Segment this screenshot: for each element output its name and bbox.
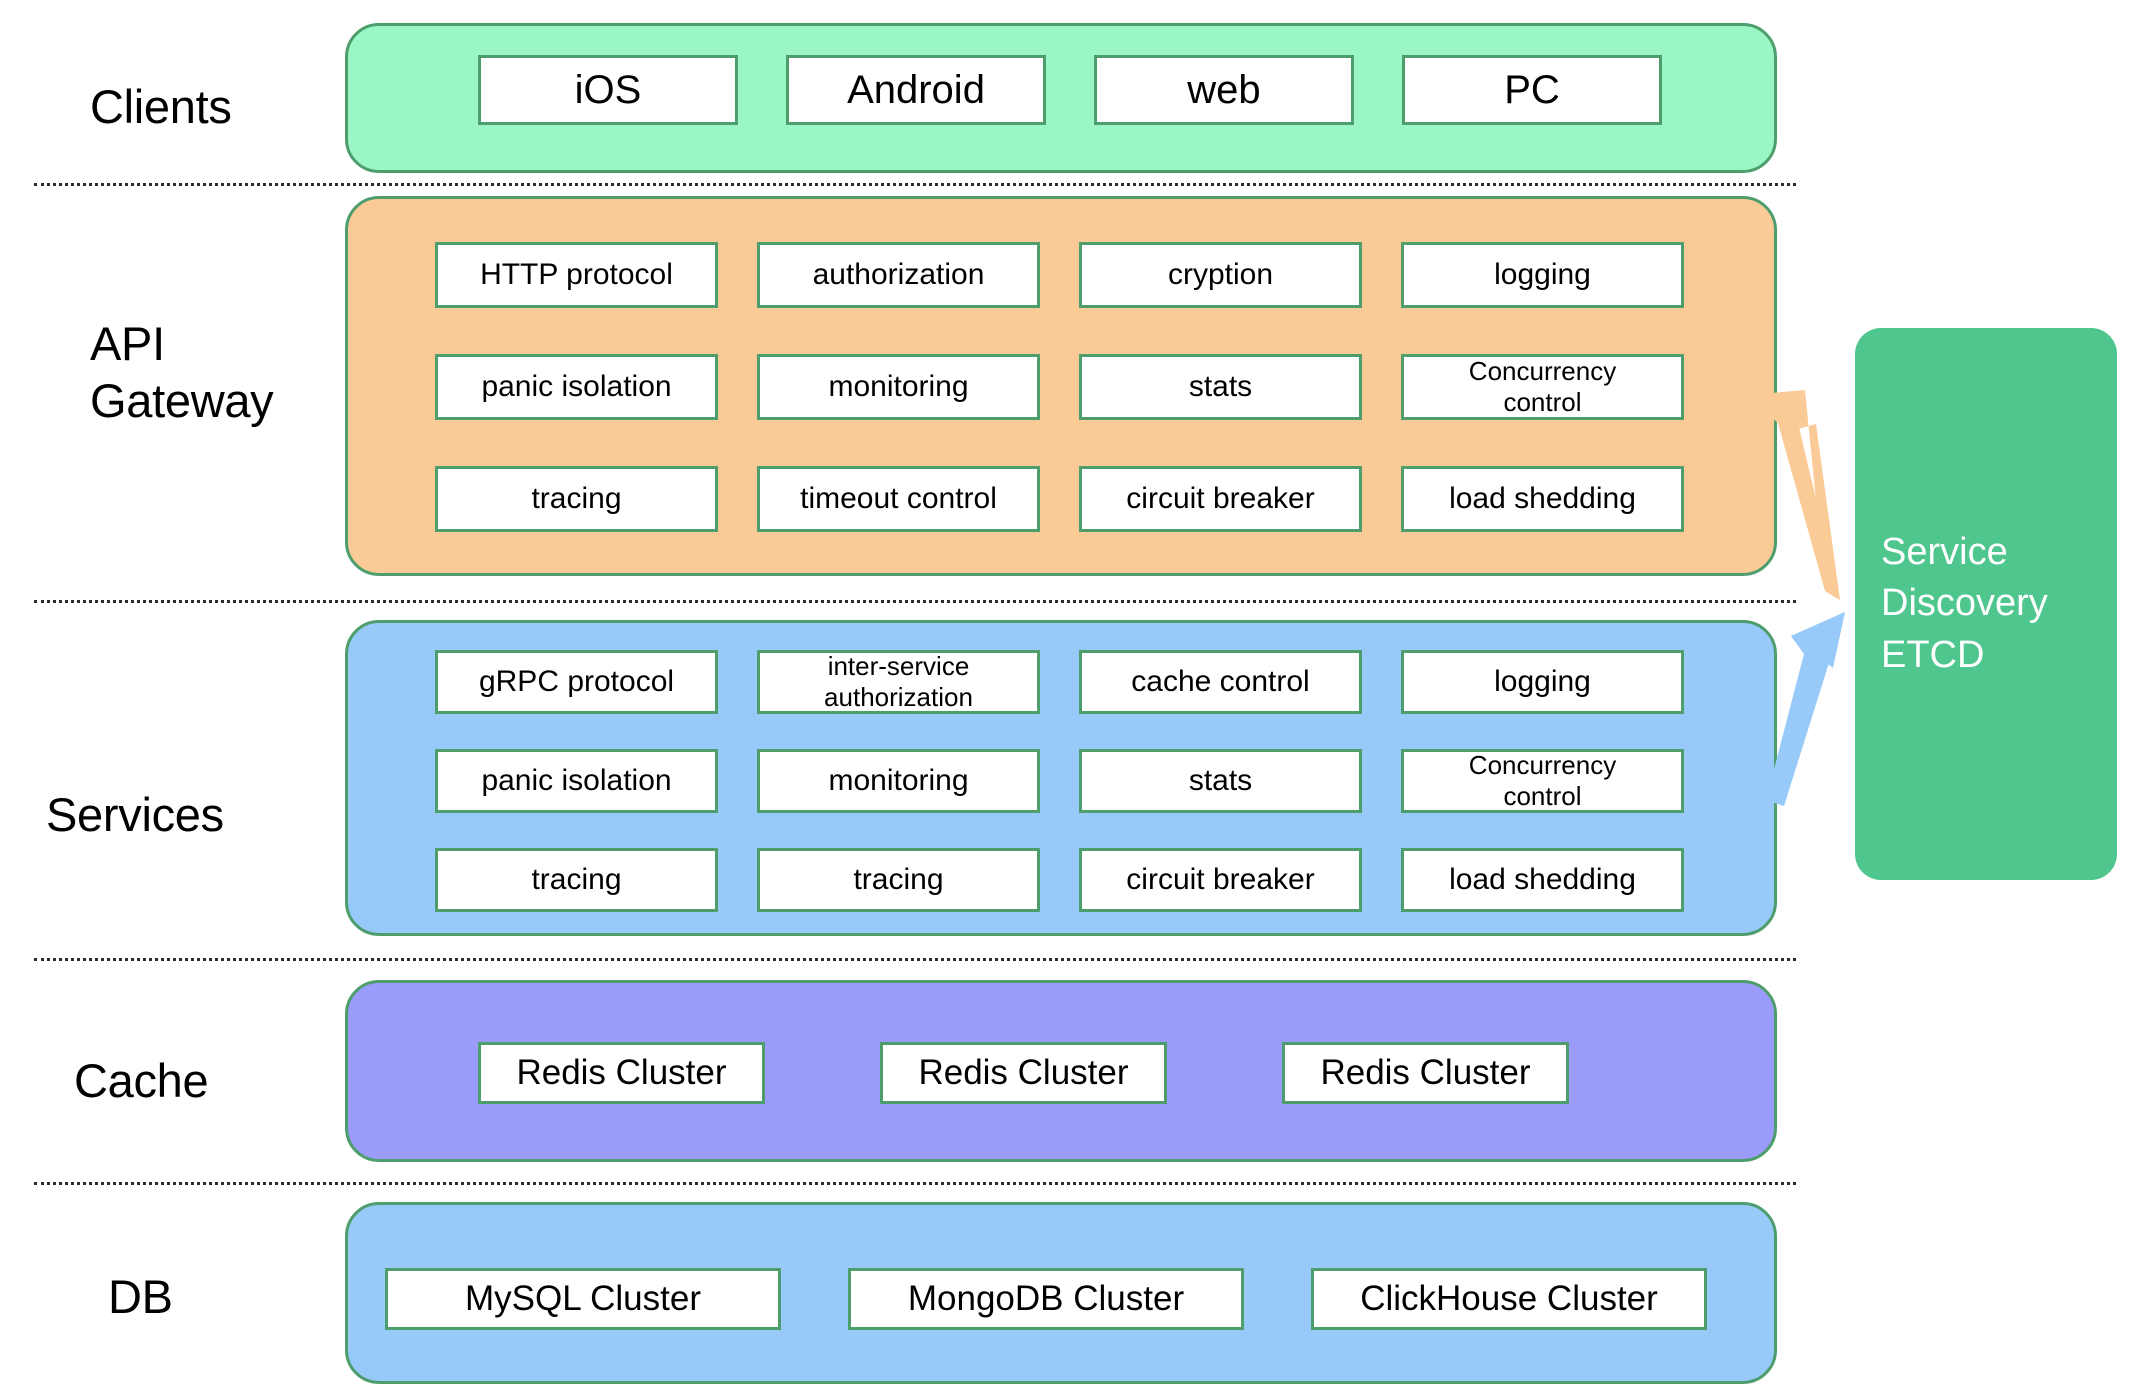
- cell-grid-api-gateway: HTTP protocol authorization cryption log…: [435, 242, 1701, 532]
- layer-label-api-gateway: API Gateway: [90, 317, 274, 428]
- cell-grid-services: gRPC protocol inter-service authorizatio…: [435, 650, 1701, 912]
- cell-gateway-circuit-breaker[interactable]: circuit breaker: [1079, 466, 1362, 532]
- cell-gateway-load-shedding[interactable]: load shedding: [1401, 466, 1684, 532]
- cell-services-panic-isolation[interactable]: panic isolation: [435, 749, 718, 813]
- cell-gateway-http-protocol[interactable]: HTTP protocol: [435, 242, 718, 308]
- cell-cache-redis-cluster-2[interactable]: Redis Cluster: [880, 1042, 1167, 1104]
- cell-services-tracing-1[interactable]: tracing: [435, 848, 718, 912]
- cell-grid-db: MySQL Cluster MongoDB Cluster ClickHouse…: [385, 1268, 1707, 1330]
- layer-label-cache: Cache: [74, 1054, 209, 1107]
- cell-services-load-shedding[interactable]: load shedding: [1401, 848, 1684, 912]
- cell-cache-redis-cluster-1[interactable]: Redis Cluster: [478, 1042, 765, 1104]
- cell-clients-android[interactable]: Android: [786, 55, 1046, 125]
- cell-gateway-logging[interactable]: logging: [1401, 242, 1684, 308]
- cell-gateway-cryption[interactable]: cryption: [1079, 242, 1362, 308]
- cell-gateway-panic-isolation[interactable]: panic isolation: [435, 354, 718, 420]
- cell-clients-pc[interactable]: PC: [1402, 55, 1662, 125]
- cell-gateway-concurrency-control[interactable]: Concurrency control: [1401, 354, 1684, 420]
- cell-db-mysql-cluster[interactable]: MySQL Cluster: [385, 1268, 781, 1330]
- cell-db-mongodb-cluster[interactable]: MongoDB Cluster: [848, 1268, 1244, 1330]
- cell-gateway-timeout-control[interactable]: timeout control: [757, 466, 1040, 532]
- divider-gateway-services: [34, 600, 1796, 603]
- cell-gateway-authorization[interactable]: authorization: [757, 242, 1040, 308]
- cell-services-circuit-breaker[interactable]: circuit breaker: [1079, 848, 1362, 912]
- cell-gateway-monitoring[interactable]: monitoring: [757, 354, 1040, 420]
- cell-grid-cache: Redis Cluster Redis Cluster Redis Cluste…: [478, 1042, 1569, 1104]
- arrow-services-to-discovery: [1766, 612, 1845, 806]
- cell-services-monitoring[interactable]: monitoring: [757, 749, 1040, 813]
- cell-gateway-tracing[interactable]: tracing: [435, 466, 718, 532]
- cell-services-tracing-2[interactable]: tracing: [757, 848, 1040, 912]
- divider-clients-gateway: [34, 183, 1796, 186]
- cell-services-grpc-protocol[interactable]: gRPC protocol: [435, 650, 718, 714]
- layer-label-db: DB: [108, 1270, 173, 1323]
- cell-grid-clients: iOS Android web PC: [478, 55, 1662, 125]
- cell-services-stats[interactable]: stats: [1079, 749, 1362, 813]
- cell-db-clickhouse-cluster[interactable]: ClickHouse Cluster: [1311, 1268, 1707, 1330]
- divider-services-cache: [34, 958, 1796, 961]
- cell-services-logging[interactable]: logging: [1401, 650, 1684, 714]
- cell-cache-redis-cluster-3[interactable]: Redis Cluster: [1282, 1042, 1569, 1104]
- layer-label-services: Services: [46, 788, 224, 841]
- cell-clients-web[interactable]: web: [1094, 55, 1354, 125]
- cell-gateway-stats[interactable]: stats: [1079, 354, 1362, 420]
- cell-services-cache-control[interactable]: cache control: [1079, 650, 1362, 714]
- layer-label-clients: Clients: [90, 80, 232, 133]
- divider-cache-db: [34, 1182, 1796, 1185]
- cell-services-inter-service-authorization[interactable]: inter-service authorization: [757, 650, 1040, 714]
- cell-clients-ios[interactable]: iOS: [478, 55, 738, 125]
- cell-services-concurrency-control[interactable]: Concurrency control: [1401, 749, 1684, 813]
- service-discovery-box[interactable]: Service Discovery ETCD: [1855, 328, 2117, 880]
